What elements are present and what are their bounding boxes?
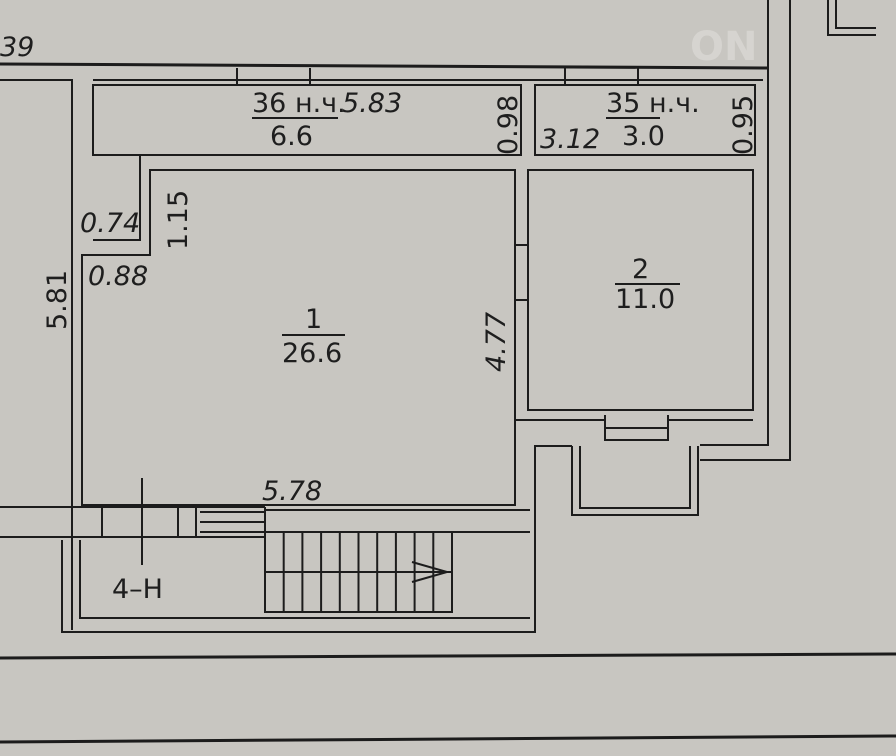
left-dimension: 5.81 <box>42 270 73 330</box>
room-36-label: 36 н.ч. <box>252 88 346 119</box>
dimension-label: 39 <box>0 32 34 63</box>
room-1-area: 26.6 <box>282 338 342 369</box>
balcony <box>571 446 699 516</box>
corridor-dim-c: 0.88 <box>88 261 148 292</box>
room-1-height-dim: 4.77 <box>481 312 512 372</box>
top-windows <box>236 68 639 84</box>
room-35-width: 0.95 <box>728 95 759 155</box>
room-2 <box>514 169 754 441</box>
room-35-area: 3.0 <box>622 121 665 152</box>
staircase <box>264 533 453 613</box>
entrance-strip <box>0 478 530 565</box>
corridor-dim-a: 0.74 <box>80 208 140 239</box>
room-36-length: 5.83 <box>342 88 402 119</box>
room-1-width-dim: 5.78 <box>262 476 322 507</box>
room-35-length: 3.12 <box>540 124 600 155</box>
room-2-area: 11.0 <box>615 284 675 315</box>
room-2-number: 2 <box>632 254 649 285</box>
room-35 <box>534 84 756 156</box>
watermark: ON <box>690 24 757 70</box>
room-36 <box>92 84 522 156</box>
corridor-dim-b: 1.15 <box>163 190 194 250</box>
room-1-number: 1 <box>305 304 322 335</box>
top-right-wall-mark <box>827 0 876 36</box>
room-36-area: 6.6 <box>270 121 313 152</box>
room-35-label: 35 н.ч. <box>606 88 700 119</box>
stair-label: 4–Н <box>112 574 163 605</box>
room-36-width: 0.98 <box>493 95 524 155</box>
